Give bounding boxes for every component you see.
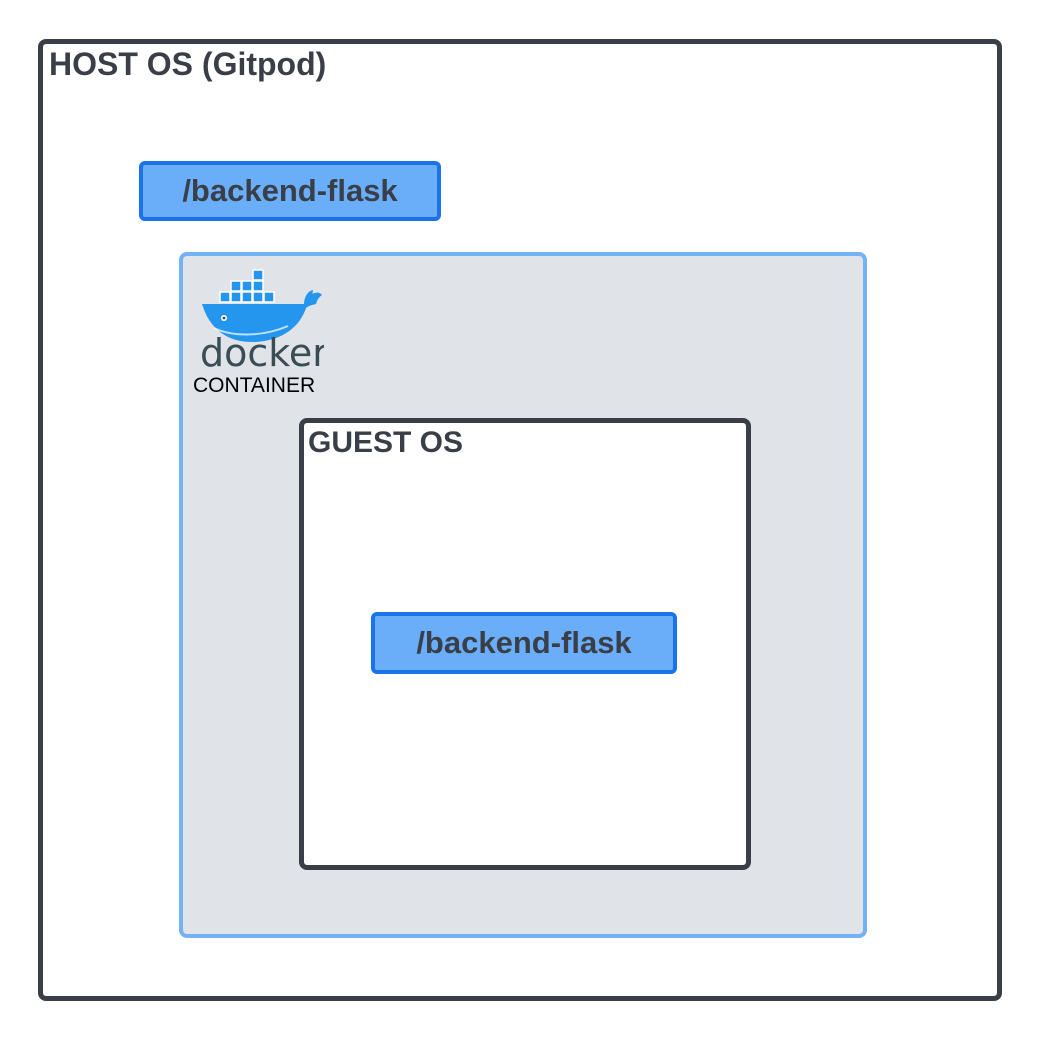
docker-whale-icon: docker [200,269,324,370]
guest-backend-flask-label: /backend-flask [416,625,632,660]
docker-wordmark: docker [200,331,324,370]
guest-backend-flask-folder: /backend-flask [371,612,677,674]
guest-os-box: GUEST OS /backend-flask [299,418,751,870]
host-backend-flask-folder: /backend-flask [139,161,441,221]
docker-container-box: docker CONTAINER GUEST OS /backend-flask [179,252,867,938]
host-os-title: HOST OS (Gitpod) [49,46,327,82]
guest-os-title: GUEST OS [308,426,464,459]
host-backend-flask-label: /backend-flask [182,173,398,208]
container-label: CONTAINER [193,374,316,397]
